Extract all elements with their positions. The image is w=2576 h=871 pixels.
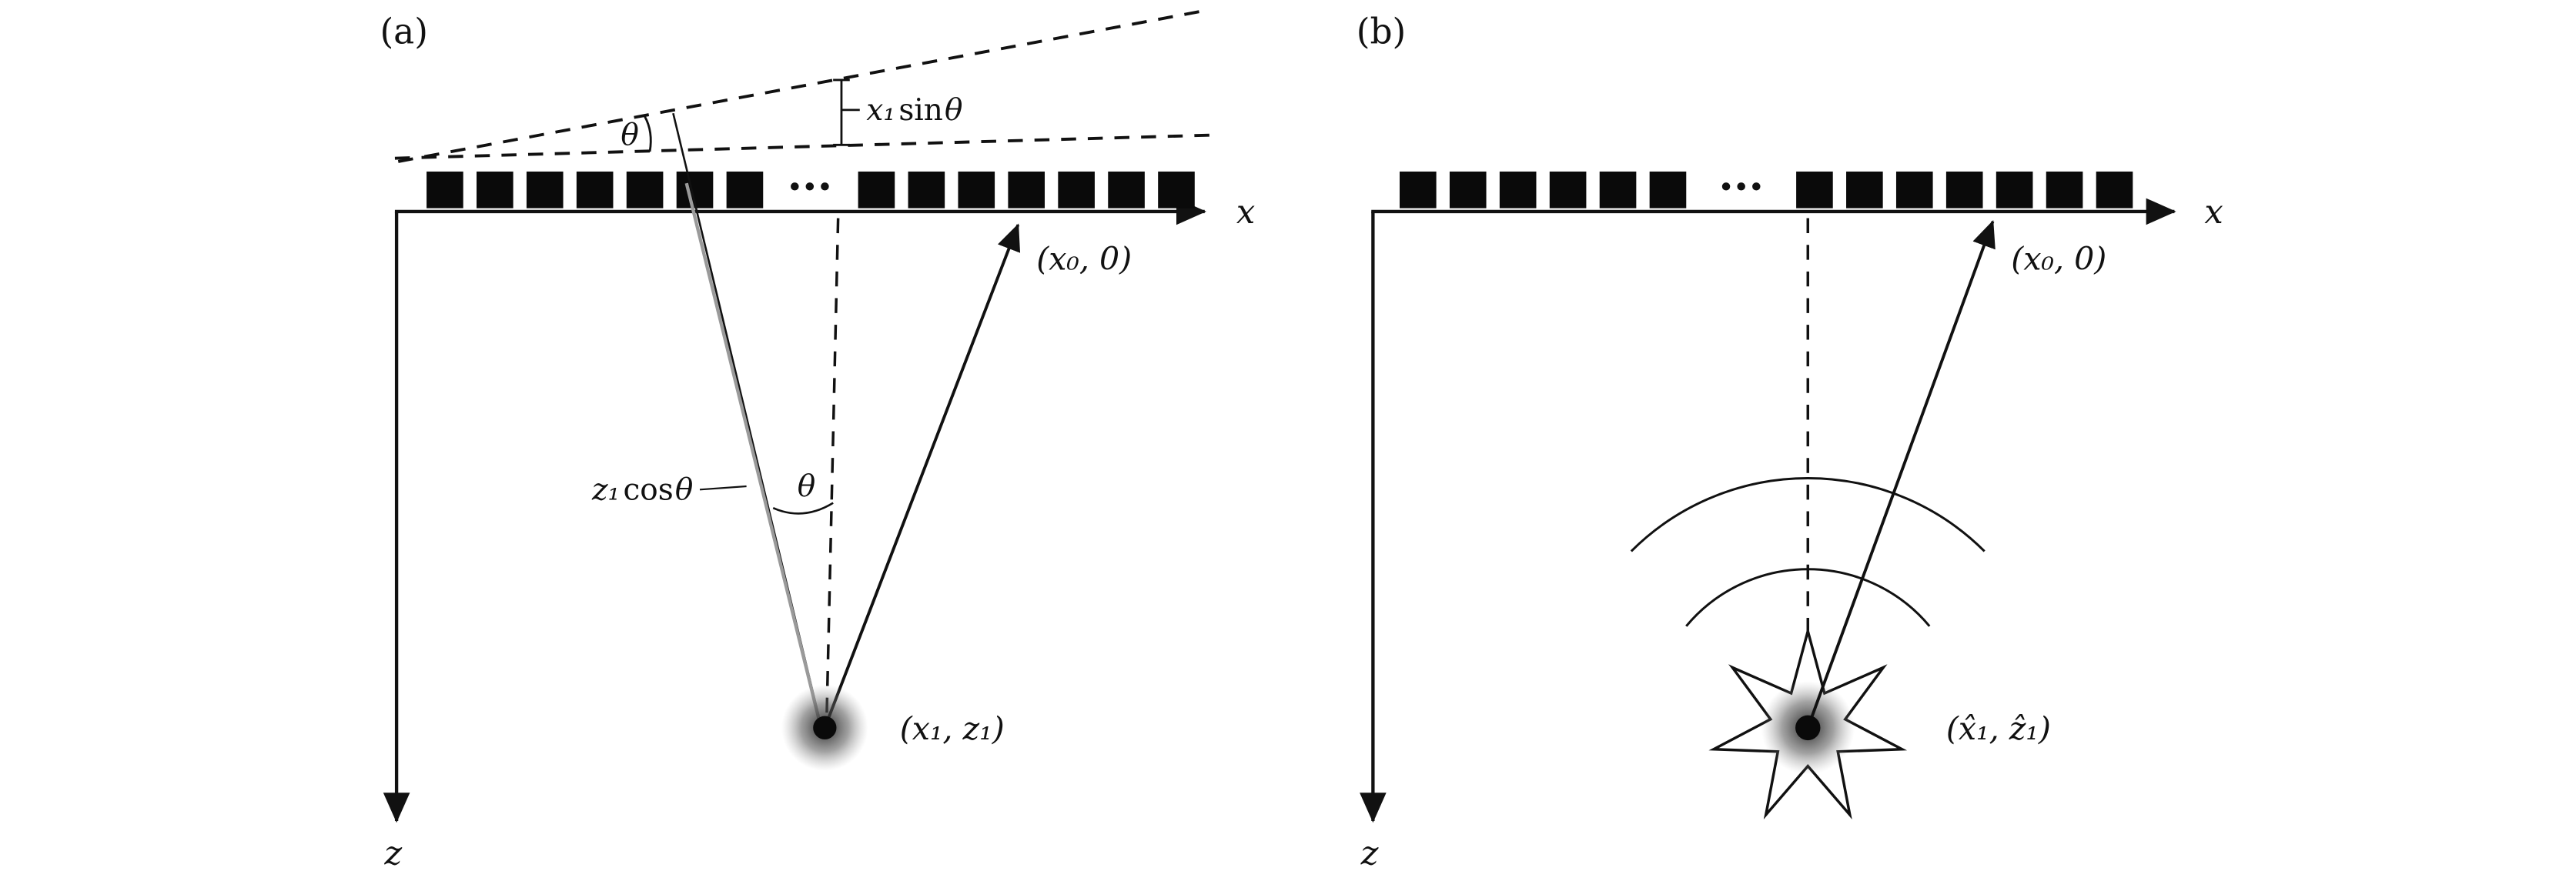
wavefront-tilted-dashed-line [397, 8, 1209, 163]
theta-top-label: θ [621, 118, 638, 152]
receive-point-label-b: (x₀, 0) [2011, 241, 2106, 278]
panel-a: (a) x z ··· θ [380, 8, 1255, 871]
transducer-element [1058, 171, 1095, 209]
transducer-array-b: ··· [1400, 162, 2133, 212]
transducer-element [726, 171, 764, 209]
transducer-element [1158, 171, 1195, 209]
transducer-element [476, 171, 514, 209]
transducer-element [526, 171, 564, 209]
scatterer-point-a [813, 716, 837, 739]
array-ellipsis-b: ··· [1718, 162, 1764, 212]
transducer-element [1996, 171, 2033, 209]
transducer-element [1108, 171, 1145, 209]
scatterer-label-b: (x̂₁, ẑ₁) [1946, 710, 2051, 747]
transducer-element [626, 171, 664, 209]
transducer-element [1008, 171, 1045, 209]
delay-bracket [833, 78, 860, 146]
wavefront-arc-inner [1685, 568, 1931, 627]
array-ellipsis-a: ··· [787, 162, 832, 212]
panel-a-label: (a) [380, 11, 428, 52]
depth-label-tick [699, 485, 747, 491]
z1-cos-theta-line [684, 182, 821, 723]
transducer-element [1846, 171, 1883, 209]
x-axis-label-b: x [2204, 193, 2223, 232]
scatterer-label-a: (x₁, z₁) [900, 710, 1005, 747]
panel-b-label: (b) [1357, 11, 1407, 52]
echo-ray-arrow-a [823, 223, 1021, 729]
transducer-element [576, 171, 614, 209]
transducer-element [1599, 171, 1637, 209]
transducer-element [908, 171, 945, 209]
x-axis-label-a: x [1236, 193, 1255, 232]
transducer-element [1796, 171, 1833, 209]
vertical-dashed-line-a [825, 218, 840, 728]
transducer-element [1895, 171, 1933, 209]
transducer-element [427, 171, 463, 209]
transducer-element [1499, 171, 1537, 209]
theta-bottom-arc [772, 502, 834, 515]
theta-top-arc [644, 115, 652, 152]
transducer-element [1945, 171, 1983, 209]
wavefront-horizontal-dashed-line [394, 133, 1219, 160]
echo-ray-arrow-b [1806, 220, 1996, 729]
transducer-element [2096, 171, 2133, 209]
receive-point-label-a: (x₀, 0) [1036, 241, 1132, 278]
transducer-element [1400, 171, 1437, 209]
transducer-element [858, 171, 895, 209]
scatterer-point-b [1795, 715, 1821, 741]
z-axis-label-a: z [383, 834, 402, 871]
transducer-element [958, 171, 995, 209]
z-axis-label-b: z [1360, 834, 1379, 871]
panel-b: (b) x z ··· [1357, 11, 2223, 871]
wavefront-arc-outer [1630, 476, 1986, 552]
transducer-element [1649, 171, 1687, 209]
transducer-element [1549, 171, 1587, 209]
theta-bottom-label: θ [798, 469, 815, 504]
transducer-element [2046, 171, 2083, 209]
transducer-array-a: ··· [427, 162, 1195, 212]
transducer-element [1449, 171, 1487, 209]
